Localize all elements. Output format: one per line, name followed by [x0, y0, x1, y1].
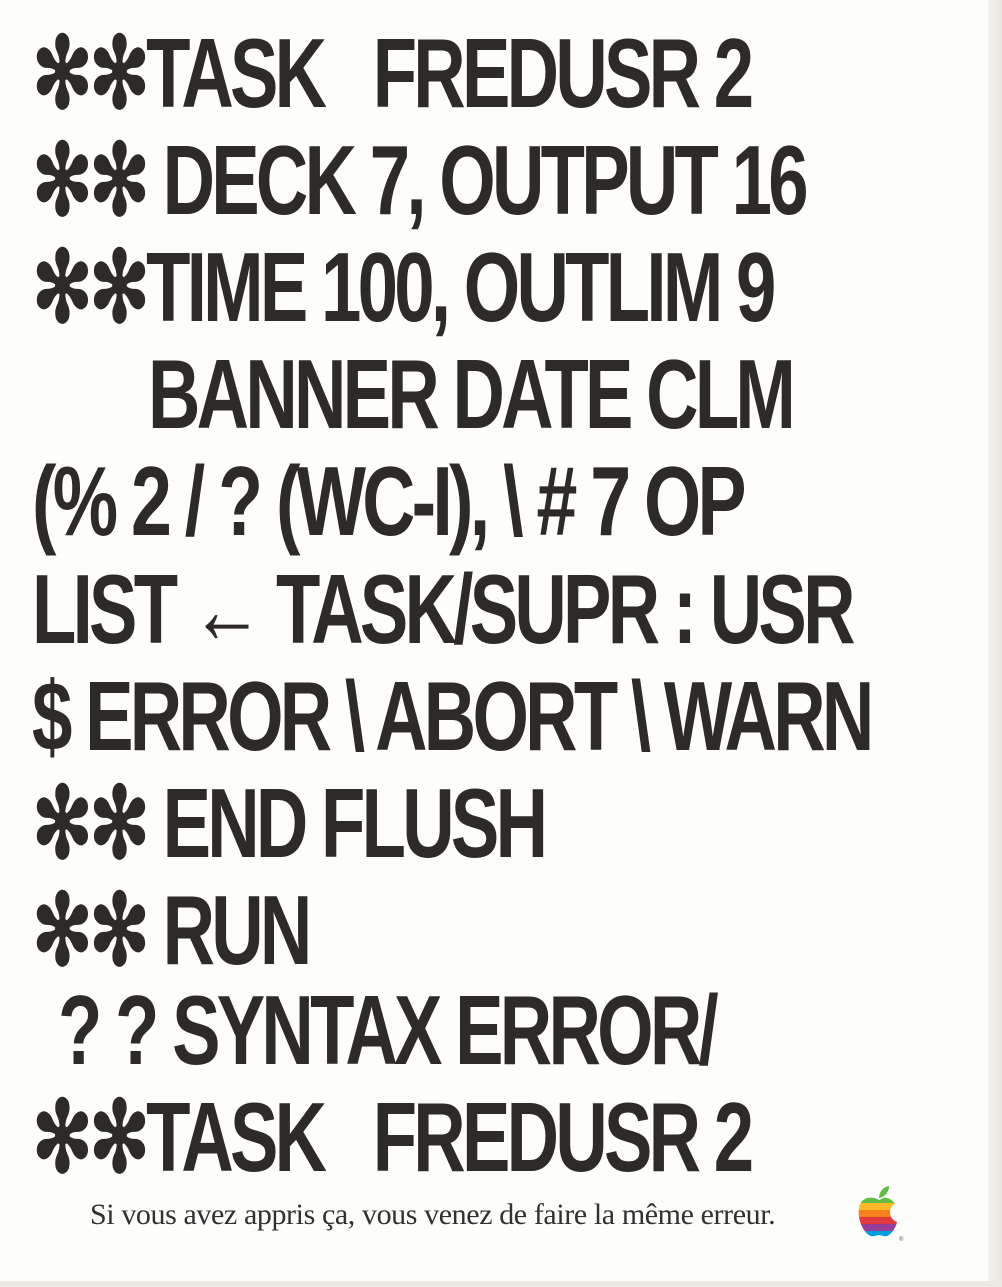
code-line-7: $ ERROR \ ABORT \ WARN [32, 661, 874, 771]
apple-rainbow-logo-icon: ® [858, 1186, 904, 1243]
code-line-9: ✻✻ RUN [32, 875, 312, 985]
code-line-5: (% 2 / ? (WC-I), \ # 7 OP [32, 446, 746, 556]
code-line-3: ✻✻TIME 100, OUTLIM 9 [32, 232, 776, 342]
code-line-11: ✻✻TASK FREDUSR 2 [32, 1082, 754, 1192]
code-line-4: BANNER DATE CLM [148, 339, 796, 449]
tagline-text: Si vous avez appris ça, vous venez de fa… [90, 1198, 776, 1231]
code-line-2: ✻✻ DECK 7, OUTPUT 16 [32, 125, 809, 235]
code-line-10: ? ? SYNTAX ERROR/ [58, 975, 719, 1085]
page-bottom-edge [0, 1281, 1002, 1287]
code-line-8: ✻✻ END FLUSH [32, 768, 548, 878]
code-line-1: ✻✻TASK FREDUSR 2 [32, 18, 754, 128]
page-right-edge [988, 0, 1002, 1287]
code-line-6: LIST ← TASK/SUPR : USR [32, 554, 855, 664]
registered-mark: ® [899, 1236, 904, 1243]
